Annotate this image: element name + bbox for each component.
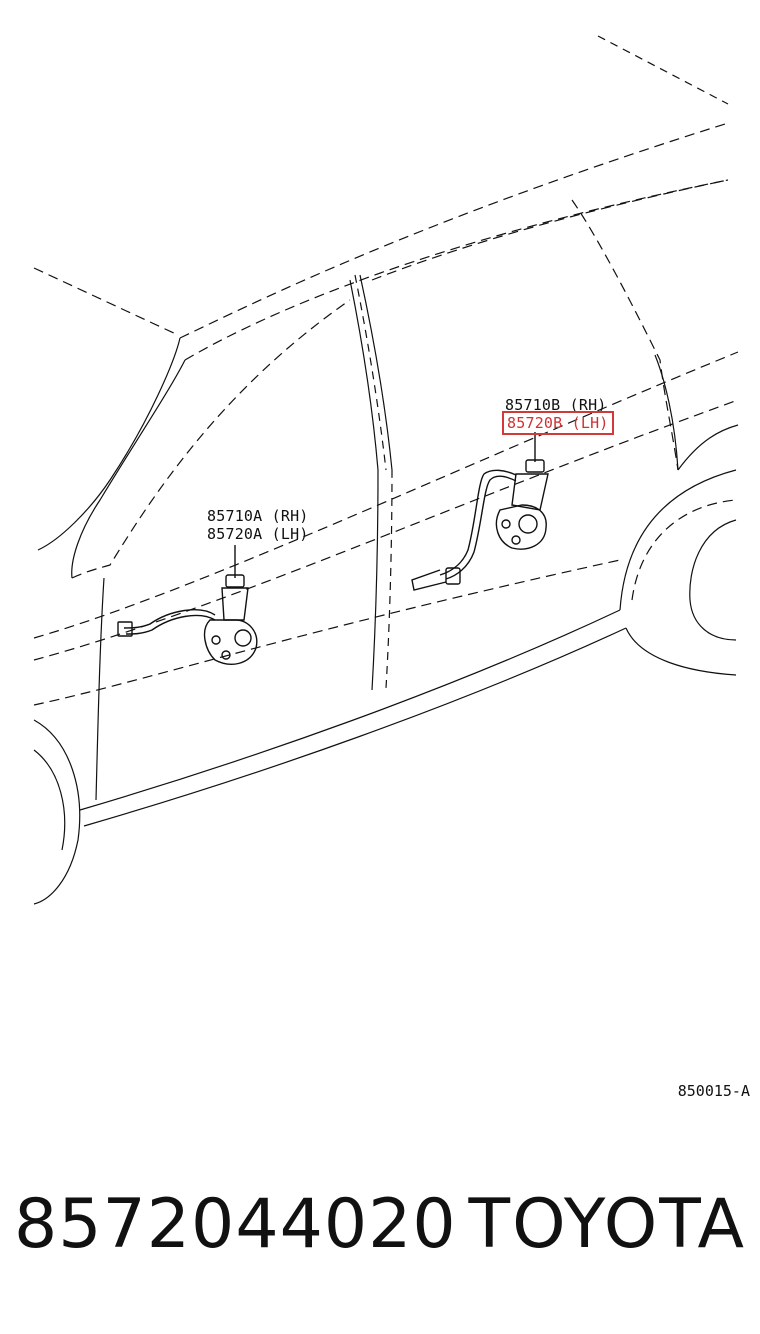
rear-door-edge — [385, 469, 393, 689]
belt-line — [33, 351, 739, 639]
front-door-window-top — [71, 299, 351, 579]
part-number: 8572044020 — [14, 1185, 457, 1264]
hood-line — [33, 267, 179, 336]
roof-rail-inner — [184, 179, 729, 361]
front-door-rear-edge — [371, 469, 379, 691]
rear-window-top — [371, 179, 729, 281]
rear-quarter — [677, 424, 739, 471]
front-wheel-arch-inner — [33, 749, 66, 851]
roof-rail — [179, 123, 726, 339]
rear-wheel-arch-2 — [631, 499, 737, 601]
belt-line-2 — [33, 399, 739, 661]
b-pillar-dash — [354, 274, 387, 471]
diagram-code: 850015-A — [677, 1082, 750, 1100]
callout-front-rh: 85710A (RH) — [207, 507, 309, 525]
front-window-motor — [117, 545, 258, 665]
roof-line — [597, 35, 729, 105]
rear-wheel — [689, 519, 737, 641]
callout-front-lh: 85720A (LH) — [207, 525, 309, 543]
c-pillar-2 — [654, 354, 679, 471]
rear-wheel-arch — [619, 469, 737, 611]
a-pillar-inner — [71, 359, 186, 579]
brand-name: TOYOTA — [468, 1185, 746, 1264]
lower-line — [33, 559, 621, 706]
a-pillar — [37, 337, 181, 551]
callout-rear-lh-highlighted[interactable]: 85720B (LH) — [502, 411, 614, 435]
rear-bumper-line — [625, 627, 737, 676]
front-wheel-arch — [33, 719, 81, 905]
rocker-bottom — [83, 627, 627, 827]
front-door-front-edge — [95, 577, 105, 801]
b-pillar-front — [349, 279, 379, 471]
c-pillar — [571, 199, 679, 471]
b-pillar-rear — [359, 274, 393, 471]
callout-rear-rh: 85710B (RH) — [505, 396, 607, 414]
rear-window-motor — [411, 432, 549, 591]
rocker-top — [79, 609, 621, 811]
